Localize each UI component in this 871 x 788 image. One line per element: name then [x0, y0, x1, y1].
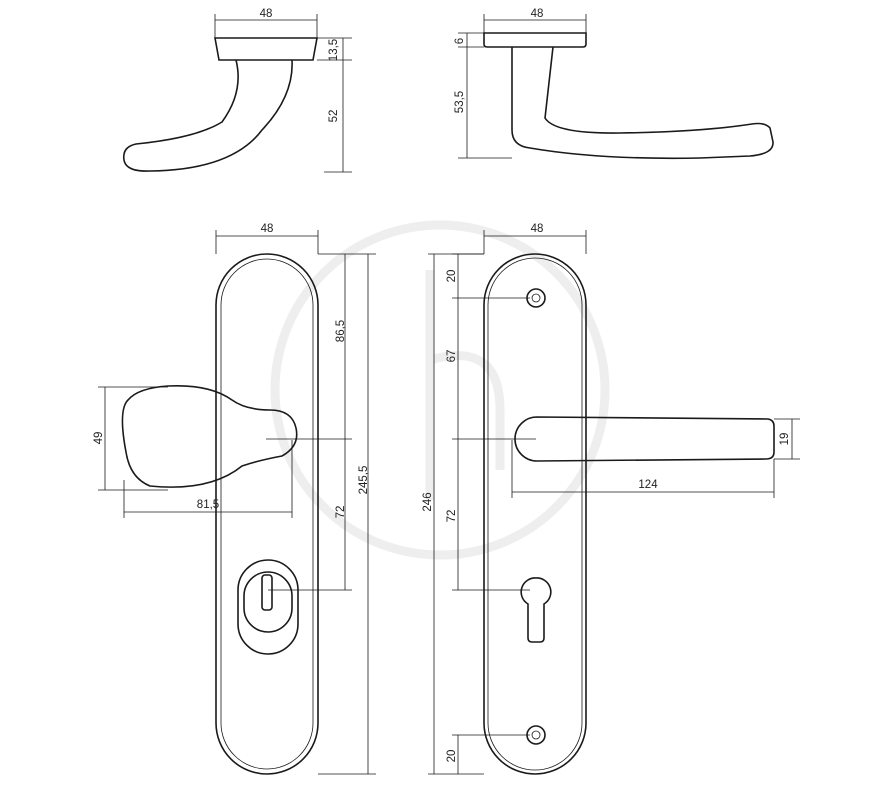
dim-knob-height: 49	[93, 386, 168, 491]
dim-lever-plate-cylinder: 72	[446, 439, 530, 591]
label-knob-plate-total: 245,5	[358, 466, 370, 495]
dim-lever-length: 124	[511, 440, 775, 498]
label-knob-plate-width: 48	[261, 223, 274, 235]
label-lever-plate-total: 246	[422, 492, 434, 511]
dim-lever-plate-total: 246	[422, 253, 484, 775]
lever-plate-view: 48 20 67 72 246 20	[422, 223, 800, 775]
label-lever-plate-width: 48	[531, 223, 544, 235]
dim-knob-plate-total: 245,5	[318, 254, 376, 775]
dim-lever-plate-screw-top: 20	[446, 253, 530, 299]
dim-knob-plate-width: 48	[215, 223, 319, 254]
dim-lever-plate-screw-lever: 67	[446, 298, 536, 440]
knob-side-view: 48 13,5 52	[122, 8, 352, 173]
dim-knob-side-rose: 13,5	[317, 37, 352, 61]
dim-knob-side-width: 48	[214, 8, 318, 38]
label-lever-plate-cylinder: 72	[446, 510, 458, 523]
label-lever-side-drop: 53,5	[454, 91, 466, 113]
label-lever-plate-screw-lever: 67	[446, 350, 458, 363]
dim-lever-side-width: 48	[483, 8, 587, 33]
dim-lever-plate-width: 48	[483, 223, 587, 254]
label-knob-plate-cylinder: 72	[335, 506, 347, 519]
label-knob-side-rose: 13,5	[328, 39, 340, 61]
label-lever-side-width: 48	[531, 8, 544, 20]
label-lever-plate-screw-bottom: 20	[446, 750, 458, 763]
label-knob-side-drop: 52	[328, 110, 340, 123]
watermark-logo	[270, 220, 610, 560]
label-knob-height: 49	[93, 432, 105, 445]
dim-knob-plate-top: 86,5	[266, 253, 376, 440]
dim-knob-plate-cylinder: 72	[268, 439, 352, 591]
label-lever-length: 124	[638, 479, 658, 491]
label-knob-side-width: 48	[260, 8, 273, 20]
dim-knob-side-drop: 52	[324, 60, 352, 173]
lever-side-view: 48 6 53,5	[454, 8, 774, 160]
dim-lever-side-rose: 6	[454, 32, 484, 48]
label-lever-side-rose: 6	[454, 38, 466, 44]
dim-lever-plate-screw-bottom: 20	[446, 734, 530, 774]
dim-knob-projection: 81,5	[123, 440, 293, 518]
dim-lever-thickness: 19	[774, 418, 800, 460]
label-knob-plate-top: 86,5	[335, 320, 347, 342]
label-knob-projection: 81,5	[197, 499, 219, 511]
label-lever-thickness: 19	[779, 433, 791, 446]
label-lever-plate-screw-top: 20	[446, 270, 458, 283]
knob-plate-view: 48 86,5 72 245,5 49 81,5	[93, 223, 376, 775]
dim-lever-side-drop: 53,5	[454, 47, 512, 159]
